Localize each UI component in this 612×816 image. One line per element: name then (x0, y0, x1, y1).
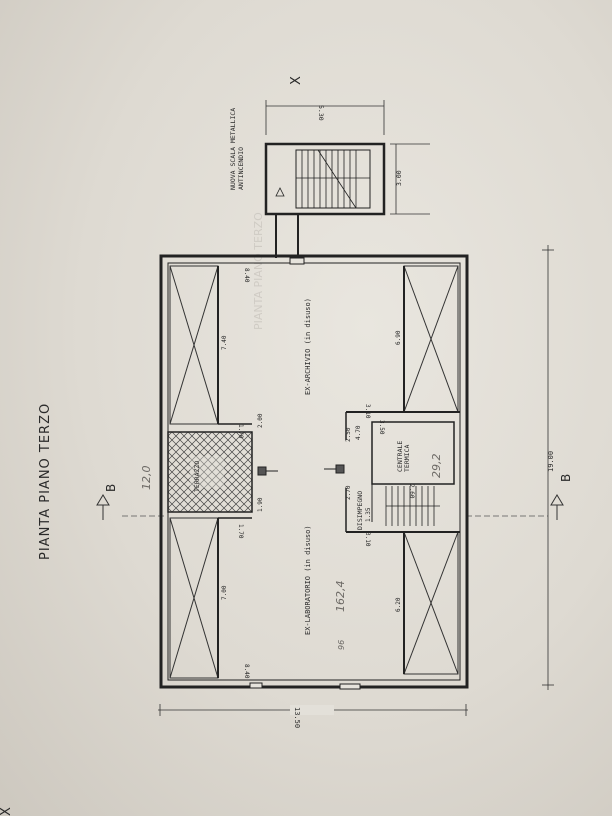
svg-text:6.90: 6.90 (395, 330, 402, 345)
svg-text:2.60: 2.60 (408, 484, 415, 499)
terrace: TERRAZZO (167, 431, 253, 513)
fire-escape-stair (264, 142, 386, 258)
void-bottom-right (403, 531, 459, 675)
section-marker-top: B (96, 484, 165, 520)
dimension-total-width: 13.50 (158, 704, 468, 728)
room-label-archivio: EX-ARCHIVIO (in disuso) (304, 298, 312, 395)
svg-text:B: B (559, 474, 573, 482)
svg-text:1.90: 1.90 (257, 497, 264, 512)
svg-text:96: 96 (337, 640, 346, 650)
bleed-through-text: PIANTA PIANO TERZO (252, 212, 265, 330)
svg-text:3.10: 3.10 (364, 532, 371, 547)
svg-text:7.00: 7.00 (221, 585, 228, 600)
stair-note-line1: NUOVA SCALA METALLICA (229, 108, 237, 190)
svg-text:B: B (104, 484, 118, 492)
svg-text:8.40: 8.40 (243, 664, 250, 679)
void-top-right (403, 265, 459, 413)
svg-text:2.50: 2.50 (345, 427, 352, 442)
interior-partitions (217, 266, 460, 678)
room-label-termica: TERMICA (403, 445, 411, 472)
page-title: PIANTA PIANO TERZO (38, 403, 53, 560)
svg-text:1.35: 1.35 (365, 507, 372, 522)
axis-marker-bottom: X (0, 807, 14, 816)
svg-text:1.70: 1.70 (237, 524, 244, 539)
dim-stair-width: 5.30 (317, 105, 325, 121)
svg-text:1.70: 1.70 (237, 424, 244, 439)
svg-text:3.50: 3.50 (378, 420, 385, 435)
room-label-centrale: CENTRALE (396, 441, 404, 472)
svg-text:3.10: 3.10 (364, 404, 371, 419)
section-marker-bottom: B (466, 474, 573, 520)
dim-stair-depth: 3.00 (395, 170, 403, 186)
room-label-disimpegno: DISIMPEGNO (356, 491, 364, 530)
svg-text:2.70: 2.70 (345, 485, 352, 500)
svg-text:6.20: 6.20 (395, 597, 402, 612)
svg-text:29,2: 29,2 (430, 454, 443, 479)
svg-text:19.00: 19.00 (547, 451, 555, 472)
dimension-total-length: 19.00 (542, 245, 555, 690)
handwritten-notes: 12,0 29,2 162,4 96 (140, 454, 443, 651)
svg-text:8.40: 8.40 (243, 268, 250, 283)
room-label-laboratorio: EX-LABORATORIO (in disuso) (304, 525, 312, 635)
stair-dimensions (265, 100, 430, 215)
stair-note-line2: ANTINCENDIO (237, 147, 245, 190)
axis-marker-top: X (289, 76, 304, 85)
svg-text:12,0: 12,0 (140, 466, 153, 491)
svg-text:162,4: 162,4 (334, 581, 347, 613)
dimension-labels: 8.40 8.40 7.40 7.00 6.90 6.20 3.10 3.10 … (221, 268, 415, 679)
svg-text:2.00: 2.00 (257, 413, 264, 428)
svg-text:7.40: 7.40 (221, 335, 228, 350)
room-label-terrazzo: TERRAZZO (193, 461, 201, 492)
svg-text:13.50: 13.50 (293, 707, 301, 728)
void-bottom-left (169, 517, 219, 679)
svg-text:4.70: 4.70 (355, 425, 362, 440)
void-top-left (169, 265, 219, 425)
